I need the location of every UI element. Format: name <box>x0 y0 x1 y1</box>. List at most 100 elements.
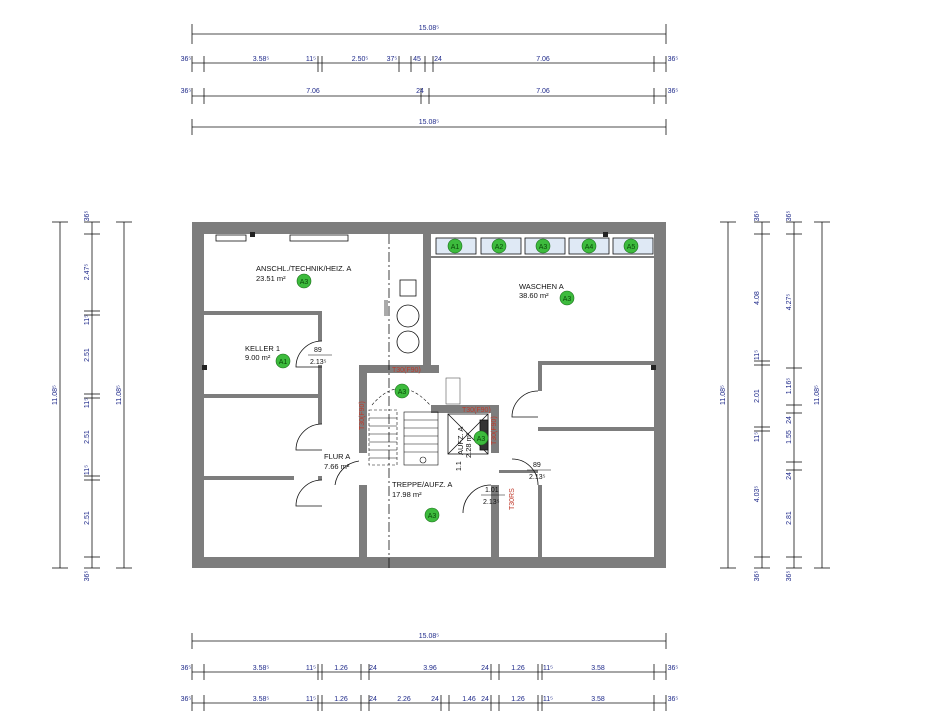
svg-text:15.08⁵: 15.08⁵ <box>419 633 440 640</box>
room-name-flur: FLUR A <box>324 452 350 461</box>
room-area-keller: 9.00 m² <box>245 353 271 362</box>
svg-text:1.26: 1.26 <box>334 665 348 672</box>
svg-text:11⁵: 11⁵ <box>754 350 761 360</box>
technical-equipment <box>384 279 420 354</box>
svg-text:2.50⁵: 2.50⁵ <box>352 56 369 63</box>
svg-text:2.81: 2.81 <box>786 511 793 525</box>
room-area-waschen: 38.60 m² <box>519 291 549 300</box>
svg-text:7.06: 7.06 <box>306 88 320 95</box>
svg-text:A3: A3 <box>398 389 407 396</box>
right-dimensions: 11.08⁵ 36⁵ 4.08 11⁵ 2.01 11⁵ 4.03⁵ 36⁵ 3… <box>720 211 830 582</box>
svg-text:11⁵: 11⁵ <box>306 56 316 63</box>
svg-text:36⁵: 36⁵ <box>84 211 91 222</box>
svg-text:36⁵: 36⁵ <box>668 696 679 703</box>
svg-text:A3: A3 <box>477 436 486 443</box>
svg-text:1.26: 1.26 <box>511 696 525 703</box>
room-area-flur: 7.66 m² <box>324 462 350 471</box>
svg-text:1.1: 1.1 <box>456 461 463 471</box>
svg-text:36⁵: 36⁵ <box>181 665 192 672</box>
svg-text:4.03⁵: 4.03⁵ <box>754 486 761 503</box>
svg-text:37⁵: 37⁵ <box>387 56 398 63</box>
tag-stair-top: A3 <box>394 383 410 399</box>
svg-text:T30(F90): T30(F90) <box>392 367 421 374</box>
svg-text:11⁵: 11⁵ <box>543 696 553 703</box>
dim-overall-top: 15.08⁵ <box>419 25 440 32</box>
tag-a2-vent: A2 <box>491 238 507 254</box>
svg-text:24: 24 <box>481 665 489 672</box>
svg-text:3.58⁵: 3.58⁵ <box>253 665 270 672</box>
svg-text:2.47⁵: 2.47⁵ <box>84 264 91 281</box>
svg-text:11.08⁵: 11.08⁵ <box>52 385 59 405</box>
svg-text:7.06: 7.06 <box>536 56 550 63</box>
svg-text:36⁵: 36⁵ <box>786 211 793 222</box>
tag-treppe: A3 <box>424 507 440 523</box>
svg-text:36⁵: 36⁵ <box>181 56 192 63</box>
svg-text:11.08⁵: 11.08⁵ <box>720 385 727 405</box>
svg-text:3.58⁵: 3.58⁵ <box>253 696 270 703</box>
svg-text:A1: A1 <box>451 244 460 251</box>
room-tags: A1 A2 A3 A4 A5 A3 A3 A1 A3 A3 A3 <box>275 238 639 523</box>
svg-text:36⁵: 36⁵ <box>181 88 192 95</box>
svg-text:A5: A5 <box>627 244 636 251</box>
svg-text:24: 24 <box>434 56 442 63</box>
svg-text:89: 89 <box>314 347 322 354</box>
svg-text:1.46: 1.46 <box>462 696 476 703</box>
svg-text:3.96: 3.96 <box>423 665 437 672</box>
svg-text:2.13⁵: 2.13⁵ <box>483 499 500 506</box>
svg-text:11⁵: 11⁵ <box>306 696 316 703</box>
svg-text:T30RS: T30RS <box>509 488 516 510</box>
wall-stair-left <box>359 365 367 453</box>
room-name-technik: ANSCHL./TECHNIK/HEIZ. A <box>256 264 351 273</box>
svg-text:36⁵: 36⁵ <box>786 571 793 582</box>
svg-text:11⁵: 11⁵ <box>84 465 91 475</box>
top-dimensions: 15.08⁵ 36⁵ 3.58⁵ 11⁵ 2.50⁵ 37⁵ 45 24 7.0… <box>181 24 679 135</box>
room-name-waschen: WASCHEN A <box>519 282 564 291</box>
svg-text:A3: A3 <box>300 279 309 286</box>
svg-text:24: 24 <box>369 665 377 672</box>
tag-a4-vent: A4 <box>581 238 597 254</box>
wall-technik-bottom <box>204 311 322 315</box>
room-name-aufz: AUFZ. A <box>456 427 465 455</box>
room-name-keller: KELLER 1 <box>245 344 280 353</box>
svg-text:11⁵: 11⁵ <box>754 432 761 442</box>
svg-text:36⁵: 36⁵ <box>84 571 91 582</box>
tag-waschen: A3 <box>559 290 575 306</box>
svg-text:36⁵: 36⁵ <box>668 88 679 95</box>
room-area-technik: 23.51 m² <box>256 274 286 283</box>
svg-text:2.51: 2.51 <box>84 430 91 444</box>
walls <box>192 222 666 568</box>
svg-text:4.08: 4.08 <box>754 291 761 305</box>
svg-text:2.13⁵: 2.13⁵ <box>310 359 327 366</box>
room-labels: ANSCHL./TECHNIK/HEIZ. A 23.51 m² WASCHEN… <box>245 264 564 499</box>
tag-a5-vent: A5 <box>623 238 639 254</box>
svg-text:4.27⁵: 4.27⁵ <box>786 294 793 311</box>
svg-text:1.16⁵: 1.16⁵ <box>786 378 793 395</box>
bottom-dimensions: 15.08⁵ 36⁵ 3.58⁵ 11⁵ 1.26 24 3.96 24 1.2… <box>181 633 679 711</box>
tag-lift: A3 <box>473 430 489 446</box>
svg-text:11.08⁵: 11.08⁵ <box>814 385 821 405</box>
room-area-aufz: 2.28 m² <box>464 432 473 458</box>
room-name-treppe: TREPPE/AUFZ. A <box>392 480 452 489</box>
tag-keller: A1 <box>275 353 291 369</box>
svg-text:A3: A3 <box>428 513 437 520</box>
room-area-treppe: 17.98 m² <box>392 490 422 499</box>
svg-text:36⁵: 36⁵ <box>668 56 679 63</box>
svg-text:36⁵: 36⁵ <box>754 211 761 222</box>
svg-text:15.08⁵: 15.08⁵ <box>419 119 440 126</box>
svg-text:1.01: 1.01 <box>485 487 499 494</box>
left-dimensions: 36⁵ 2.47⁵ 11⁵ 2.51 11⁵ 2.51 11⁵ 2.51 36⁵… <box>52 211 132 582</box>
stairs <box>368 377 461 466</box>
svg-text:24: 24 <box>786 472 793 480</box>
svg-text:11⁵: 11⁵ <box>84 315 91 325</box>
svg-text:11⁵: 11⁵ <box>306 665 316 672</box>
svg-text:36⁵: 36⁵ <box>181 696 192 703</box>
door-swings <box>295 340 539 514</box>
svg-text:11⁵: 11⁵ <box>543 665 553 672</box>
svg-text:T30(F90): T30(F90) <box>359 401 366 430</box>
tag-a3-vent: A3 <box>535 238 551 254</box>
svg-text:1.26: 1.26 <box>511 665 525 672</box>
svg-text:3.58: 3.58 <box>591 696 605 703</box>
tag-a1-vent: A1 <box>447 238 463 254</box>
svg-text:A2: A2 <box>495 244 504 251</box>
